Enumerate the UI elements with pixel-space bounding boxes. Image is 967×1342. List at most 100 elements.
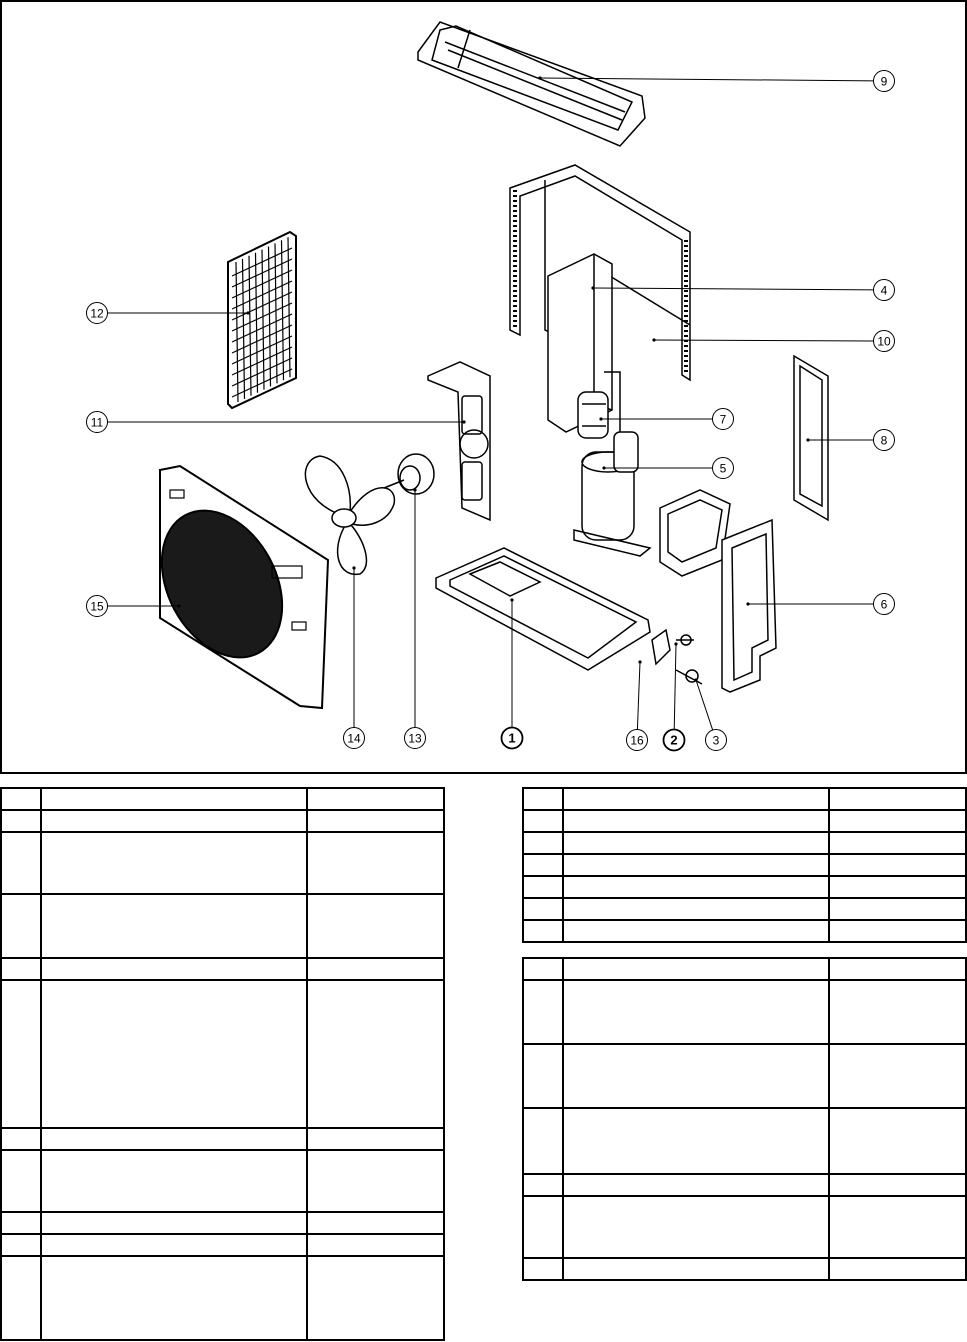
parts-table-right-top [522, 787, 967, 943]
table-row [522, 957, 967, 981]
parts-table-right-bottom [522, 957, 967, 1281]
table-row [0, 1233, 445, 1257]
leader-dot [674, 642, 678, 646]
callout-circle [873, 593, 895, 615]
table-row [522, 919, 967, 943]
leader-dot [246, 311, 250, 315]
table-cell [522, 919, 564, 943]
callout-circle [404, 727, 426, 749]
table-cell [828, 979, 967, 1045]
callout-circle [500, 726, 524, 750]
callout-circle [873, 429, 895, 451]
table-cell [40, 1211, 308, 1235]
table-row [0, 1127, 445, 1151]
callout-label: 12 [90, 307, 104, 321]
callout-8: 8 [806, 429, 895, 451]
table-cell [828, 919, 967, 943]
leader-dot [599, 417, 603, 421]
table-cell [0, 809, 42, 833]
table-row [0, 1255, 445, 1341]
table-row [522, 1173, 967, 1197]
leader-line [673, 643, 677, 730]
table-cell [40, 1149, 308, 1213]
part-base-pan [435, 547, 651, 671]
table-cell [828, 853, 967, 877]
leader-dot [602, 466, 606, 470]
callout-3: 3 [694, 678, 727, 751]
table-cell [306, 1233, 445, 1257]
callout-label: 6 [881, 598, 888, 612]
table-cell [306, 831, 445, 895]
table-cell [306, 1255, 445, 1341]
table-cell [40, 979, 308, 1129]
table-cell [40, 893, 308, 959]
table-cell [40, 787, 308, 811]
table-row [0, 893, 445, 959]
callout-4: 4 [591, 279, 895, 301]
table-row [522, 1195, 967, 1259]
table-cell [40, 809, 308, 833]
table-cell [306, 1127, 445, 1151]
part-partition-panel [427, 361, 491, 522]
table-row [522, 809, 967, 833]
leader-dot [638, 660, 642, 664]
table-cell [0, 1127, 42, 1151]
callout-circle [873, 279, 895, 301]
part-accumulator [577, 371, 621, 440]
leader-dot [591, 286, 595, 290]
table-cell [562, 1107, 830, 1175]
callout-9: 9 [538, 70, 895, 92]
table-row [0, 957, 445, 981]
table-cell [828, 787, 967, 811]
front-panel-fan-opening [160, 509, 284, 659]
table-row [522, 1043, 967, 1109]
callout-label: 10 [877, 335, 891, 349]
table-cell [522, 1257, 564, 1281]
part-control-box [659, 489, 731, 577]
table-cell [562, 831, 830, 855]
part-fan-motor [383, 453, 435, 495]
table-cell [828, 1173, 967, 1197]
table-cell [0, 957, 42, 981]
callout-14: 14 [343, 566, 365, 749]
leader-dot [177, 604, 181, 608]
table-cell [562, 1043, 830, 1109]
table-cell [828, 1195, 967, 1259]
callout-11: 11 [86, 411, 466, 433]
table-row [522, 875, 967, 899]
callout-label: 1 [508, 731, 515, 746]
table-cell [562, 875, 830, 899]
table-row [522, 897, 967, 921]
leader-dot [806, 438, 810, 442]
table-cell [522, 1173, 564, 1197]
part-service-panel [721, 518, 777, 693]
table-row [0, 787, 445, 811]
part-rear-grille [227, 230, 297, 410]
table-cell [562, 979, 830, 1045]
table-cell [828, 1043, 967, 1109]
callout-7: 7 [599, 408, 734, 430]
callout-15: 15 [86, 595, 181, 617]
callout-12: 12 [86, 302, 250, 324]
table-cell [0, 979, 42, 1129]
callout-label: 2 [670, 733, 677, 748]
table-cell [40, 1255, 308, 1341]
leader-line [653, 339, 874, 342]
table-cell [562, 809, 830, 833]
callout-circle [343, 727, 365, 749]
leader-line [592, 287, 874, 291]
leader-dot [352, 566, 356, 570]
table-cell [522, 1195, 564, 1259]
part-valves [651, 628, 703, 685]
callout-label: 5 [720, 462, 727, 476]
table-cell [562, 1173, 830, 1197]
callout-6: 6 [746, 593, 895, 615]
leader-dot [746, 602, 750, 606]
table-row [0, 831, 445, 895]
callout-circle [86, 302, 108, 324]
table-cell [306, 979, 445, 1129]
leader-dot [538, 76, 542, 80]
table-cell [522, 831, 564, 855]
